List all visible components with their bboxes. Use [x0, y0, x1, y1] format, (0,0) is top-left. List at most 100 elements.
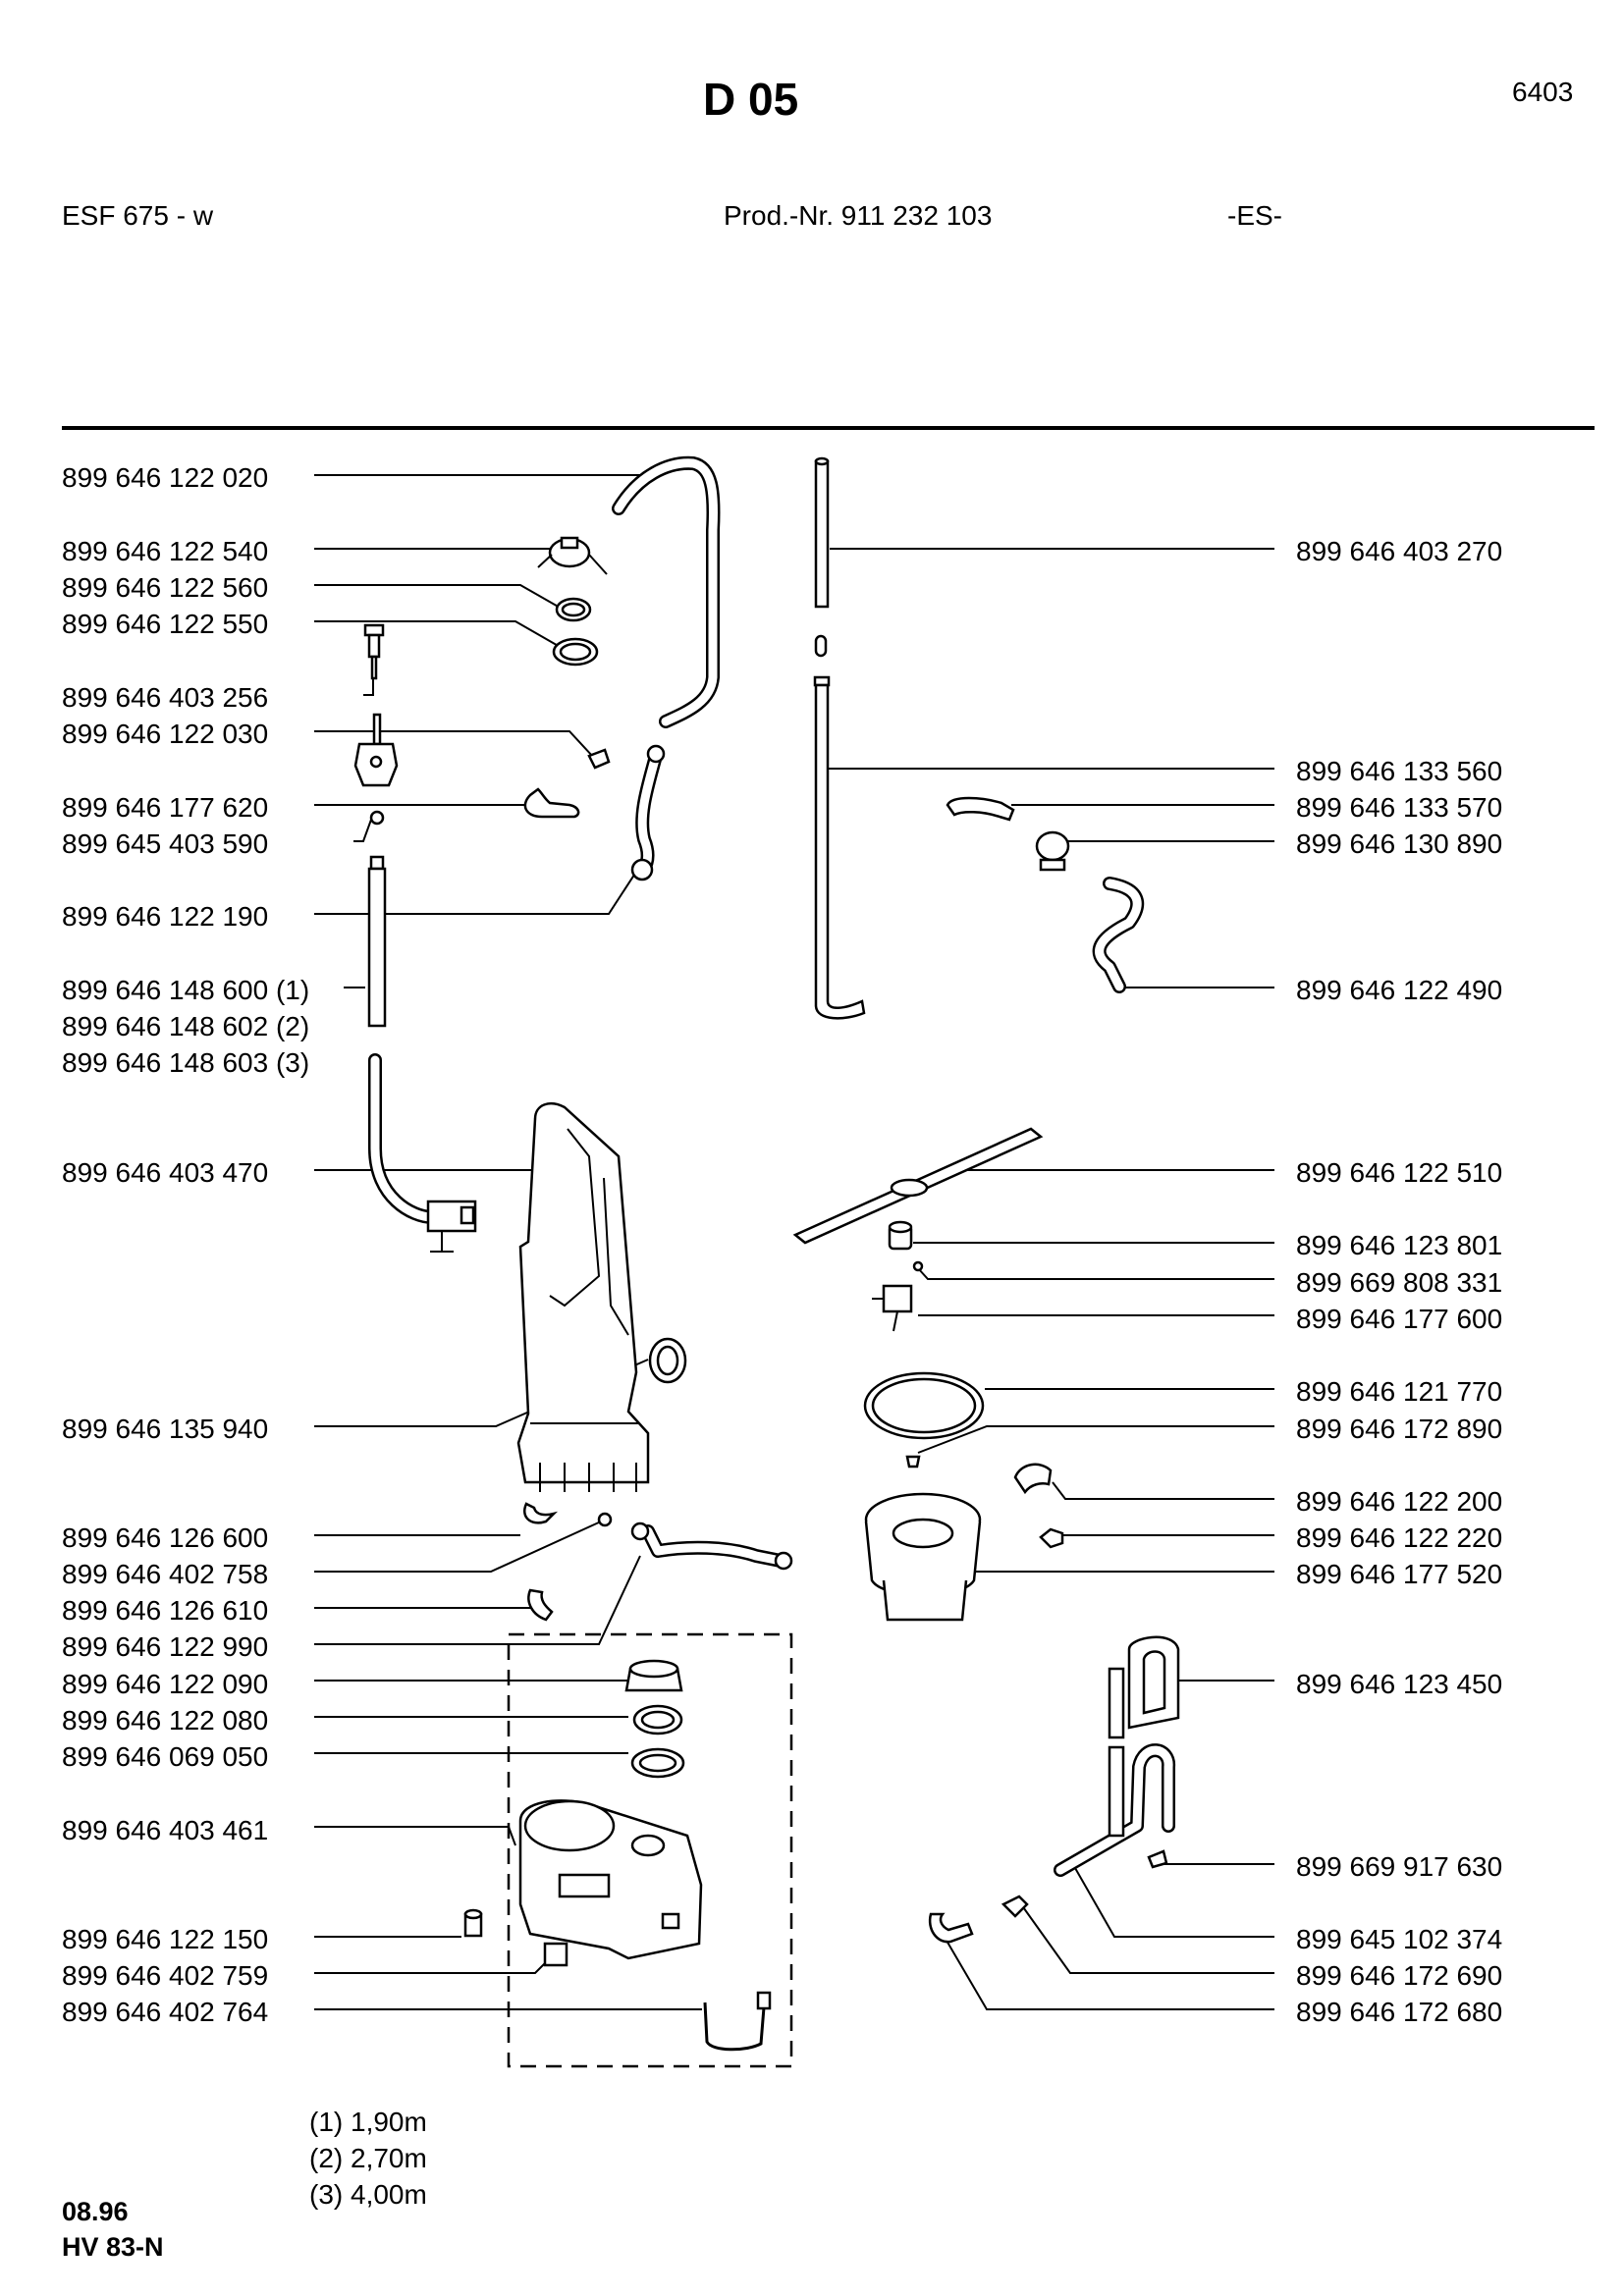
fitting-403-256 [363, 623, 385, 680]
part-label: 899 646 133 570 [1296, 792, 1503, 823]
part-label: 899 646 172 690 [1296, 1960, 1503, 1991]
elbow-122-200 [1013, 1463, 1053, 1495]
screw-808-331 [912, 1260, 924, 1272]
connector-402-759 [543, 1942, 568, 1967]
part-label: 899 669 917 630 [1296, 1851, 1503, 1882]
air-break-135-940 [516, 1102, 650, 1492]
clip-917-630 [1147, 1849, 1168, 1869]
part-label: 899 669 808 331 [1296, 1267, 1503, 1298]
part-label: 899 646 403 256 [62, 682, 269, 713]
part-label: 899 646 177 600 [1296, 1304, 1503, 1334]
softener-group-box [507, 1632, 793, 2068]
bracket-123-450 [1108, 1635, 1180, 1739]
valve-122-540 [537, 536, 608, 575]
elbow-172-690 [1001, 1895, 1029, 1918]
valve-130-890 [1035, 830, 1070, 872]
footer-code: HV 83-N [62, 2232, 164, 2262]
sump-177-520 [864, 1492, 982, 1622]
connector-122-030 [353, 713, 611, 787]
water-softener-403-461 [518, 1799, 703, 1960]
part-label: 899 645 102 374 [1296, 1924, 1503, 1954]
clip-126-600 [523, 1502, 559, 1524]
part-label: 899 646 123 801 [1296, 1230, 1503, 1260]
part-label: 899 646 122 510 [1296, 1157, 1503, 1188]
part-label: 899 646 122 990 [62, 1631, 269, 1662]
part-label: 899 646 133 560 [1296, 756, 1503, 786]
part-label: 899 646 122 020 [62, 462, 269, 493]
part-label: 899 646 122 550 [62, 609, 269, 639]
part-label: 899 646 403 470 [62, 1157, 269, 1188]
pipe-122-490 [1092, 877, 1145, 993]
part-label: 899 646 148 603 (3) [62, 1047, 310, 1078]
seal-ring [648, 1337, 687, 1384]
part-label: 899 646 402 758 [62, 1559, 269, 1589]
part-label: 899 646 122 030 [62, 719, 269, 749]
product-number: Prod.-Nr. 911 232 103 [724, 200, 993, 231]
plug-122-150 [463, 1908, 483, 1938]
model-label: ESF 675 - w [62, 200, 214, 231]
part-label: 899 646 172 680 [1296, 1997, 1503, 2027]
hose-122-990 [630, 1522, 793, 1571]
wire-402-764 [703, 1991, 772, 2052]
part-label: 899 646 122 490 [1296, 975, 1503, 1005]
part-label: 899 646 148 600 (1) [62, 975, 310, 1005]
ring-122-560 [555, 597, 592, 622]
nozzle-123-801 [888, 1220, 913, 1251]
nut-403-590 [369, 810, 385, 826]
part-label: 899 645 403 590 [62, 828, 269, 859]
length-note: (2) 2,70m [309, 2143, 427, 2173]
country-code: -ES- [1227, 200, 1282, 231]
part-label: 899 646 126 600 [62, 1522, 269, 1553]
part-label: 899 646 122 190 [62, 901, 269, 932]
part-label: 899 646 130 890 [1296, 828, 1503, 859]
screw-172-890 [905, 1455, 921, 1468]
cap-122-090 [624, 1659, 683, 1692]
drain-pipe-122-020 [612, 455, 721, 728]
length-note: (1) 1,90m [309, 2107, 427, 2137]
part-label: 899 646 126 610 [62, 1595, 269, 1626]
inlet-hose-148-600 [367, 855, 387, 1028]
part-label: 899 646 122 560 [62, 572, 269, 603]
clip-177-620 [523, 787, 580, 819]
bearing-177-600 [872, 1284, 913, 1332]
part-label: 899 646 403 270 [1296, 536, 1503, 566]
part-label: 899 646 402 759 [62, 1960, 269, 1991]
part-label: 899 646 177 520 [1296, 1559, 1503, 1589]
part-label: 899 646 148 602 (2) [62, 1011, 310, 1041]
part-label: 899 646 121 770 [1296, 1376, 1503, 1407]
ring-402-758 [597, 1512, 613, 1527]
plug-122-220 [1039, 1527, 1064, 1549]
tube-102-374 [1054, 1743, 1175, 1877]
part-label: 899 646 122 150 [62, 1924, 269, 1954]
part-label: 899 646 135 940 [62, 1414, 269, 1444]
header-divider [62, 426, 1595, 430]
part-label: 899 646 122 220 [1296, 1522, 1503, 1553]
part-label: 899 646 402 764 [62, 1997, 269, 2027]
part-label: 899 646 177 620 [62, 792, 269, 823]
part-label: 899 646 122 540 [62, 536, 269, 566]
riser-tube-133-560 [813, 675, 866, 1020]
part-label: 899 646 122 200 [1296, 1486, 1503, 1517]
page-title: D 05 [703, 74, 799, 125]
part-label: 899 646 122 080 [62, 1705, 269, 1735]
gasket-121-770 [863, 1371, 985, 1440]
part-label: 899 646 403 461 [62, 1815, 269, 1845]
page-number: 6403 [1512, 77, 1574, 107]
tube-403-270 [814, 456, 830, 658]
hose-122-190 [630, 744, 666, 881]
clip-126-610 [527, 1588, 554, 1622]
leader-lines-right [827, 548, 1274, 2010]
ring-122-080 [632, 1704, 683, 1735]
elbow-133-570 [946, 796, 1015, 822]
length-note: (3) 4,00m [309, 2179, 427, 2210]
gasket-069-050 [630, 1747, 685, 1779]
spray-arm-122-510 [792, 1127, 1044, 1245]
part-label: 899 646 123 450 [1296, 1669, 1503, 1699]
part-label: 899 646 172 890 [1296, 1414, 1503, 1444]
elbow-172-680 [928, 1912, 974, 1944]
part-label: 899 646 069 050 [62, 1741, 269, 1772]
inlet-valve-403-470 [368, 1053, 477, 1253]
part-label: 899 646 122 090 [62, 1669, 269, 1699]
footer-date: 08.96 [62, 2197, 129, 2226]
